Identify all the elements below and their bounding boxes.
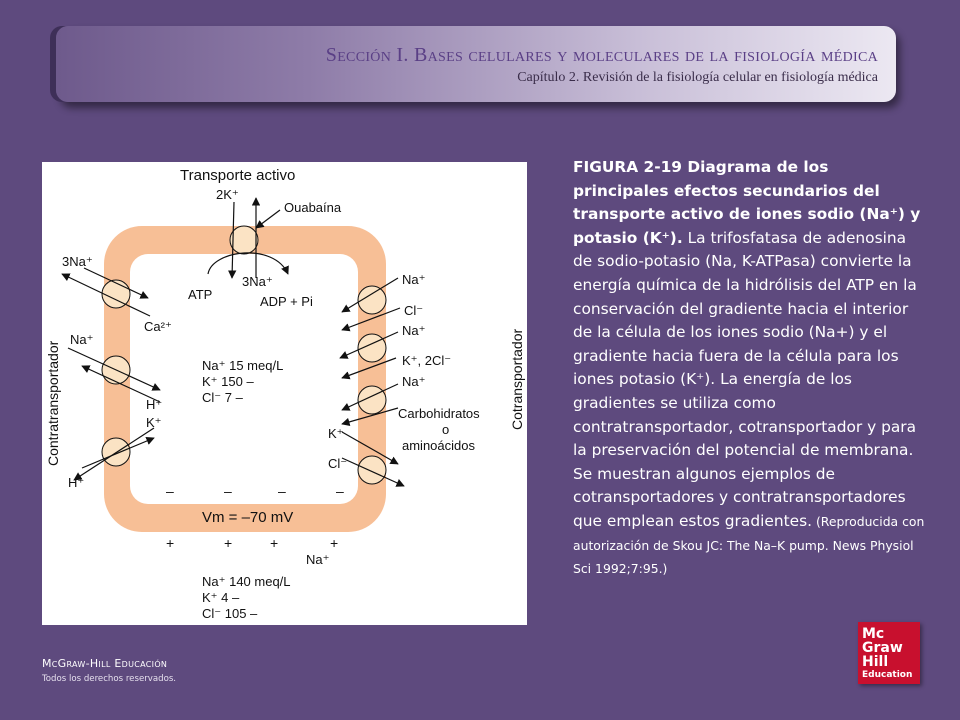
outside-k: K⁺ 4 –	[202, 590, 240, 605]
header-banner: Sección I. Bases celulares y moleculares…	[56, 26, 896, 102]
right-channel-1	[357, 285, 387, 315]
inside-na: Na⁺ 15 meq/L	[202, 358, 283, 373]
label-2k: 2K⁺	[216, 187, 239, 202]
label-right-k: K⁺	[328, 426, 344, 441]
caption-body: La trifosfatasa de adenosina de sodio-po…	[573, 228, 917, 530]
plus-2: +	[224, 535, 232, 551]
minus-3: –	[278, 483, 286, 499]
caption-title: FIGURA 2-19 Diagrama de los principales …	[573, 158, 921, 247]
label-k-left: K⁺	[146, 415, 162, 430]
label-o: o	[442, 422, 449, 437]
arrow-left-2b	[81, 365, 161, 403]
arrow-right-4b	[341, 457, 405, 487]
label-carbs: Carbohidratos	[398, 406, 480, 421]
arrow-left-3b	[81, 437, 155, 469]
pump-channel	[229, 225, 259, 255]
label-h1: H⁺	[146, 397, 162, 412]
outside-cl: Cl⁻ 105 –	[202, 606, 258, 621]
transport-diagram: Transporte activo 2K⁺ Ouabaína 3Na⁺ ATP …	[45, 167, 525, 621]
arrow-right-3a	[341, 383, 399, 411]
label-atp: ATP	[188, 287, 212, 302]
cell-interior	[130, 254, 358, 504]
label-ca: Ca²⁺	[144, 319, 172, 334]
right-channel-4	[357, 455, 387, 485]
minus-4: –	[336, 483, 344, 499]
section-title: Sección I. Bases celulares y moleculares…	[325, 44, 878, 66]
left-channel-1	[101, 279, 131, 309]
arrow-right-2a	[339, 331, 399, 359]
publisher-name: McGraw-Hill Educación	[42, 657, 168, 670]
plus-1: +	[166, 535, 174, 551]
membrane-potential: Vm = –70 mV	[202, 509, 293, 526]
arrow-right-1b	[341, 307, 401, 332]
label-right-k2cl: K⁺, 2Cl⁻	[402, 353, 451, 368]
label-adp: ADP + Pi	[260, 294, 313, 309]
label-ouabaina: Ouabaína	[284, 200, 342, 215]
minus-2: –	[224, 483, 232, 499]
plus-3: +	[270, 535, 278, 551]
logo-line-2: Graw	[862, 640, 903, 656]
outside-na: Na⁺ 140 meq/L	[202, 574, 291, 589]
arrow-left-3a	[73, 427, 155, 481]
figure-caption: FIGURA 2-19 Diagrama de los principales …	[573, 156, 925, 581]
inside-k: K⁺ 150 –	[202, 374, 254, 389]
arrow-right-4a	[341, 431, 399, 465]
label-right-na1: Na⁺	[402, 272, 425, 287]
label-contratransportador: Contratransportador	[45, 340, 61, 466]
logo-line-3: Hill	[862, 654, 889, 670]
minus-1: –	[166, 483, 174, 499]
label-right-cl1: Cl⁻	[404, 303, 423, 318]
arrow-left-1b	[83, 267, 149, 299]
caption-source: (Reproducida con autorización de Skou JC…	[573, 513, 925, 577]
arrow-ouabaina	[255, 209, 281, 229]
label-3na-pump: 3Na⁺	[242, 274, 273, 289]
plus-4: +	[330, 535, 338, 551]
label-cotransportador: Cotransportador	[509, 328, 525, 430]
label-right-na3: Na⁺	[402, 374, 425, 389]
figure-panel: Transporte activo 2K⁺ Ouabaína 3Na⁺ ATP …	[42, 162, 527, 625]
arrow-right-1a	[341, 277, 399, 313]
label-left-na: Na⁺	[70, 332, 93, 347]
rights-notice: Todos los derechos reservados.	[42, 674, 177, 684]
arrow-atp-adp	[207, 252, 289, 275]
label-h2: H⁺	[68, 475, 84, 490]
outside-na-small: Na⁺	[306, 552, 329, 567]
logo-line-4: Education	[862, 670, 913, 680]
arrow-left-2a	[67, 347, 161, 391]
label-amino: aminoácidos	[402, 438, 475, 453]
inside-cl: Cl⁻ 7 –	[202, 390, 244, 405]
label-right-cl2: Cl⁻	[328, 456, 347, 471]
label-left-3na: 3Na⁺	[62, 254, 93, 269]
arrow-k-in	[228, 201, 237, 279]
diagram-title: Transporte activo	[180, 167, 295, 184]
logo-line-1: Mc	[862, 626, 885, 642]
arrow-right-2b	[341, 357, 397, 380]
arrow-right-3b	[341, 407, 399, 426]
label-right-na2: Na⁺	[402, 323, 425, 338]
arrow-left-1a	[61, 273, 151, 317]
mcgraw-hill-logo: Mc Graw Hill Education	[858, 622, 920, 684]
chapter-subtitle: Capítulo 2. Revisión de la fisiología ce…	[517, 70, 878, 85]
